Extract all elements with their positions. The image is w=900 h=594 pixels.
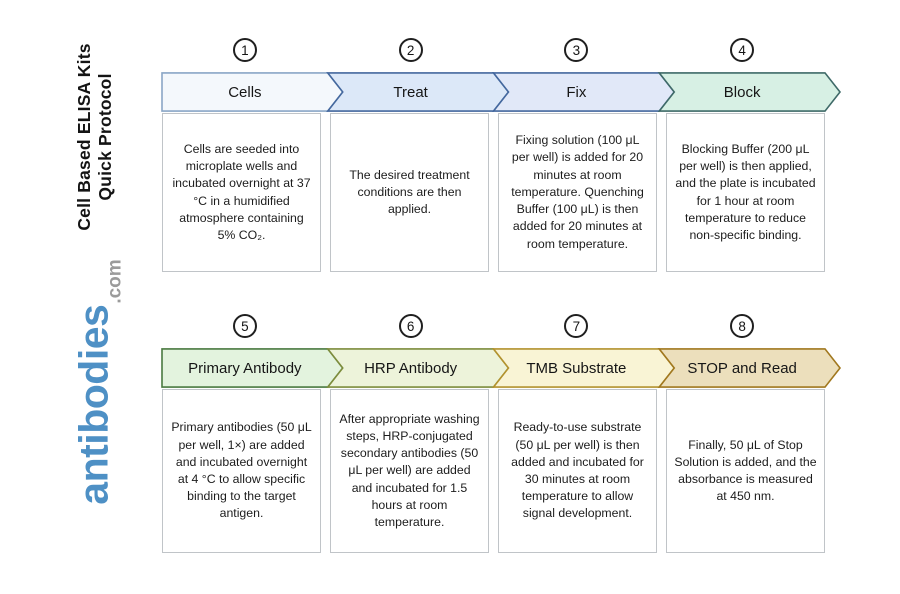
step-description-box: Blocking Buffer (200 μL per well) is the… [666, 113, 825, 272]
step-number-cell: 4 [659, 38, 825, 62]
logo-domain-suffix: .com [104, 259, 126, 304]
step-number-circle: 4 [730, 38, 755, 62]
step-label: Cells [228, 83, 262, 101]
step-description-row: Primary antibodies (50 μL per well, 1×) … [162, 389, 825, 553]
step-label-row: Primary Antibody HRP Antibody TMB Substrat… [162, 348, 825, 388]
step-label-row: Cells Treat Fix Block [162, 72, 825, 112]
step-number-cell: 3 [494, 38, 660, 62]
protocol-title-line2: Quick Protocol [95, 73, 115, 201]
step-description-box: Primary antibodies (50 μL per well, 1×) … [162, 389, 321, 553]
step-description-row: Cells are seeded into microplate wells a… [162, 113, 825, 272]
step-description-text: Blocking Buffer (200 μL per well) is the… [675, 141, 816, 242]
step-number-cell: 7 [494, 314, 660, 338]
step-description-box: Fixing solution (100 μL per well) is add… [498, 113, 657, 272]
protocol-title-line1: Cell Based ELISA Kits [74, 43, 94, 231]
step-number-circle: 7 [564, 314, 589, 338]
step-description-text: After appropriate washing steps, HRP-con… [339, 411, 480, 529]
step-description-box: The desired treatment conditions are the… [330, 113, 489, 272]
antibodies-logo: antibodies.com [70, 259, 126, 505]
step-number-cell: 8 [659, 314, 825, 338]
step-description-text: Fixing solution (100 μL per well) is add… [511, 133, 644, 251]
step-number-row: 5 6 7 8 [162, 314, 825, 338]
step-description-box: Ready-to-use substrate (50 μL per well) … [498, 389, 657, 553]
step-description-text: Cells are seeded into microplate wells a… [172, 141, 311, 242]
step-number-cell: 6 [328, 314, 494, 338]
step-number-cell: 1 [162, 38, 328, 62]
step-description-box: Finally, 50 μL of Stop Solution is added… [666, 389, 825, 553]
step-number-row: 1 2 3 4 [162, 38, 825, 62]
step-label: Primary Antibody [188, 359, 302, 377]
step-number-circle: 6 [398, 314, 423, 338]
step-label: HRP Antibody [364, 359, 458, 377]
logo-wordmark: antibodies [70, 304, 117, 505]
step-description-text: Ready-to-use substrate (50 μL per well) … [511, 420, 644, 521]
step-number-circle: 3 [564, 38, 589, 62]
step-arrow-band [161, 72, 842, 112]
step-label: STOP and Read [687, 359, 797, 377]
step-arrow-band [161, 348, 842, 388]
step-label: Fix [566, 83, 587, 101]
step-number-circle: 8 [730, 314, 755, 338]
step-arrow-shape [657, 348, 842, 388]
step-description-text: Primary antibodies (50 μL per well, 1×) … [171, 420, 312, 521]
step-description-text: Finally, 50 μL of Stop Solution is added… [674, 437, 817, 504]
step-number-cell: 2 [328, 38, 494, 62]
step-label: Block [723, 83, 761, 101]
step-label: Treat [393, 83, 428, 101]
step-number-cell: 5 [162, 314, 328, 338]
step-arrow-shape [657, 72, 842, 112]
step-number-circle: 1 [232, 38, 257, 62]
step-description-box: Cells are seeded into microplate wells a… [162, 113, 321, 272]
step-number-circle: 2 [398, 38, 423, 62]
step-description-box: After appropriate washing steps, HRP-con… [330, 389, 489, 553]
step-number-circle: 5 [232, 314, 257, 338]
protocol-title: Cell Based ELISA Kits Quick Protocol [74, 43, 116, 230]
step-label: TMB Substrate [526, 359, 627, 377]
step-description-text: The desired treatment conditions are the… [349, 167, 470, 217]
